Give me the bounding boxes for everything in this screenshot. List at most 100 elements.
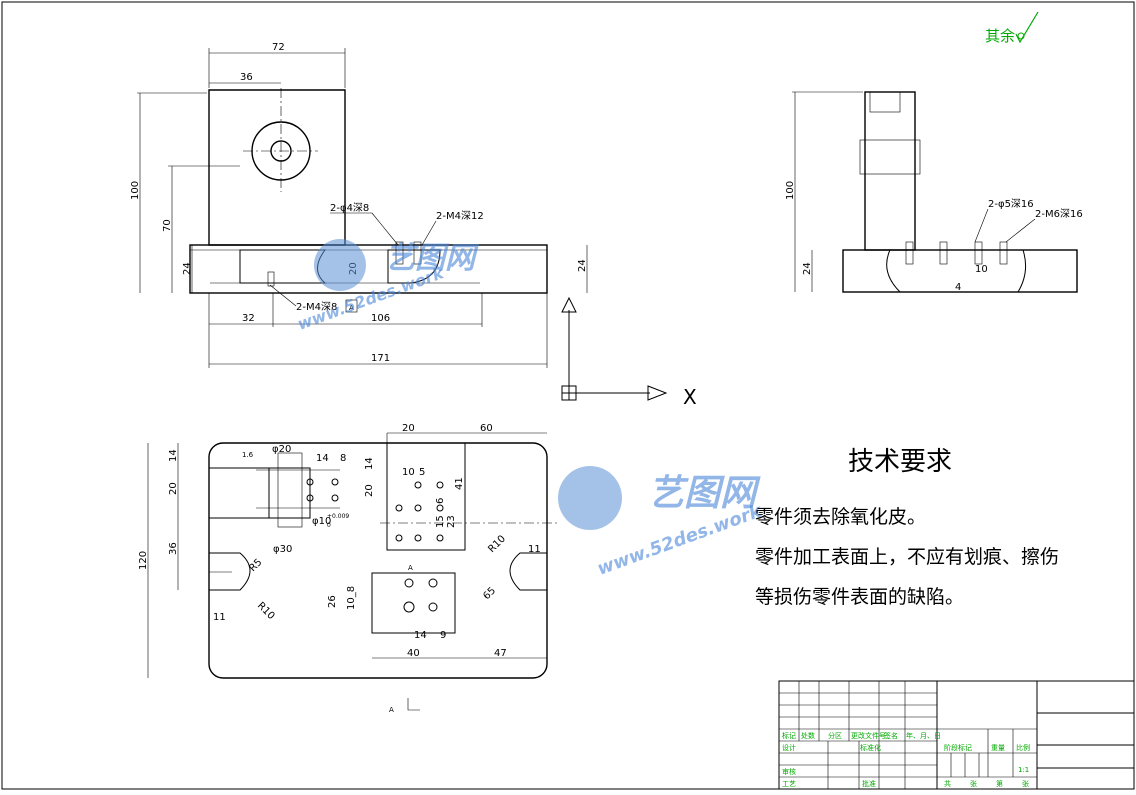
side-dim-24: 24 — [802, 262, 813, 275]
view-arrow-a: A — [389, 706, 394, 714]
roughness-circle-icon — [1017, 32, 1025, 40]
tb-change-doc: 更改文件号 — [851, 731, 886, 740]
watermark-logo-icon-2 — [558, 466, 622, 530]
plan-dim-8: 8 — [340, 453, 346, 464]
watermark-2: 艺图网 www.52des.work — [558, 466, 765, 580]
callout-phi4: 2-φ4深8 — [330, 202, 369, 214]
dim-171: 171 — [371, 353, 390, 364]
plan-letter-a: A — [408, 564, 413, 572]
technical-requirements: 技术要求 零件须去除氧化皮。 零件加工表面上，不应有划痕、擦伤 等损伤零件表面的… — [755, 447, 1059, 608]
requirements-title: 技术要求 — [848, 447, 952, 477]
plan-dim-47: 47 — [494, 648, 507, 659]
plan-dim-60: 60 — [480, 423, 493, 434]
plan-dim-phi20: φ20 — [272, 444, 291, 455]
front-upright-outline — [208, 89, 346, 246]
title-block: 标记 处数 分区 更改文件号 签名 年、月、日 设计 标准化 阶段标记 重量 比… — [778, 680, 1135, 790]
front-view: 72 36 100 70 24 20 24 32 106 171 2-φ4深8 … — [130, 42, 588, 368]
axes-indicator: X — [561, 296, 697, 409]
plan-view: 120 14 20 36 φ20 1.6 φ10 +0.009 0 φ30 14… — [138, 423, 560, 714]
roughness-check-icon — [1015, 11, 1039, 44]
tb-standard: 标准化 — [860, 743, 881, 752]
plan-dim-11b: 11 — [528, 544, 541, 555]
dim-72: 72 — [272, 42, 285, 53]
dim-36: 36 — [240, 72, 253, 83]
requirements-line-2: 零件加工表面上，不应有划痕、擦伤 — [755, 546, 1059, 568]
plan-dim-23: 23 — [446, 515, 457, 528]
plan-dim-phi10: φ10 — [312, 516, 331, 527]
plan-tol-lower: 0 — [327, 522, 331, 529]
plan-dim-120: 120 — [138, 551, 149, 570]
front-base-outline — [189, 244, 548, 294]
tb-stage: 阶段标记 — [944, 743, 972, 752]
plan-dim-20-top: 20 — [402, 423, 415, 434]
callout-m6: 2-M6深16 — [1035, 208, 1083, 220]
watermark-brand: 艺图网 — [385, 241, 479, 276]
plan-dim-65: 65 — [481, 585, 498, 602]
tb-mark: 标记 — [782, 731, 796, 740]
requirements-line-3: 等损伤零件表面的缺陷。 — [755, 586, 964, 608]
dim-24-right: 24 — [577, 259, 588, 272]
watermark-logo-icon — [314, 239, 366, 291]
tb-scale-label: 比例 — [1016, 743, 1030, 752]
callout-m4-12: 2-M4深12 — [436, 210, 484, 222]
section-a-label: A — [349, 304, 354, 312]
side-view: 100 24 10 4 2-φ5深16 2-M6深16 — [785, 91, 1083, 293]
dim-100: 100 — [130, 181, 141, 200]
plan-dim-15: 15 — [435, 515, 446, 528]
tb-scale: 1:1 — [1018, 766, 1029, 774]
callout-phi5: 2-φ5深16 — [988, 198, 1034, 210]
tb-page-end: 张 — [1022, 779, 1029, 788]
dim-24: 24 — [182, 262, 193, 275]
side-dim-100: 100 — [785, 181, 796, 200]
side-dim-10: 10 — [975, 264, 988, 275]
plan-roughness-16: 1.6 — [242, 451, 254, 459]
tb-review: 审核 — [782, 767, 796, 776]
plan-dim-10-8: 10_8 — [346, 586, 357, 610]
plan-dim-9: 9 — [440, 630, 446, 641]
plan-dim-40: 40 — [407, 648, 420, 659]
section-a-box — [345, 299, 358, 313]
side-upright — [864, 91, 916, 251]
tb-total: 共 — [944, 779, 951, 788]
plan-dim-r10a: R10 — [255, 600, 277, 622]
roughness-symbol: 其余 — [985, 11, 1039, 45]
tb-zone: 分区 — [828, 731, 842, 740]
plan-dim-14c: 14 — [364, 457, 375, 470]
plan-dim-14d: 14 — [414, 630, 427, 641]
tb-sign: 签名 — [884, 731, 898, 740]
tb-sheets: 张 — [970, 779, 977, 788]
plan-dim-14b: 14 — [316, 453, 329, 464]
plan-dim-5: 5 — [419, 467, 425, 478]
plan-dim-r10b: R10 — [486, 533, 508, 555]
tb-page: 第 — [996, 779, 1003, 788]
tb-approve: 批准 — [862, 779, 876, 788]
dim-32: 32 — [242, 313, 255, 324]
plan-dim-11a: 11 — [213, 612, 226, 623]
tb-process: 工艺 — [782, 780, 796, 788]
plan-dim-20b: 20 — [364, 484, 375, 497]
plan-dim-14: 14 — [168, 449, 179, 462]
side-dim-4: 4 — [955, 282, 961, 293]
plan-tol-upper: +0.009 — [327, 513, 349, 520]
roughness-label: 其余 — [985, 27, 1015, 45]
plan-dim-10: 10 — [402, 467, 415, 478]
plan-dim-26: 26 — [327, 595, 338, 608]
plan-section-hatch — [208, 467, 270, 519]
side-section-hatch — [886, 249, 1027, 293]
dim-106: 106 — [371, 313, 390, 324]
tb-count: 处数 — [801, 731, 815, 740]
plan-hole-block — [386, 442, 466, 551]
dim-70: 70 — [162, 219, 173, 232]
plan-lower-block — [371, 572, 456, 634]
tb-design: 设计 — [782, 743, 796, 752]
tb-date: 年、月、日 — [906, 731, 941, 740]
x-axis-label: X — [683, 385, 697, 409]
plan-dim-phi30: φ30 — [273, 544, 292, 555]
callout-m4-8: 2-M4深8 — [296, 301, 337, 313]
plan-dim-20: 20 — [168, 482, 179, 495]
watermark-brand-2: 艺图网 — [648, 473, 761, 514]
tb-weight: 重量 — [991, 744, 1005, 752]
